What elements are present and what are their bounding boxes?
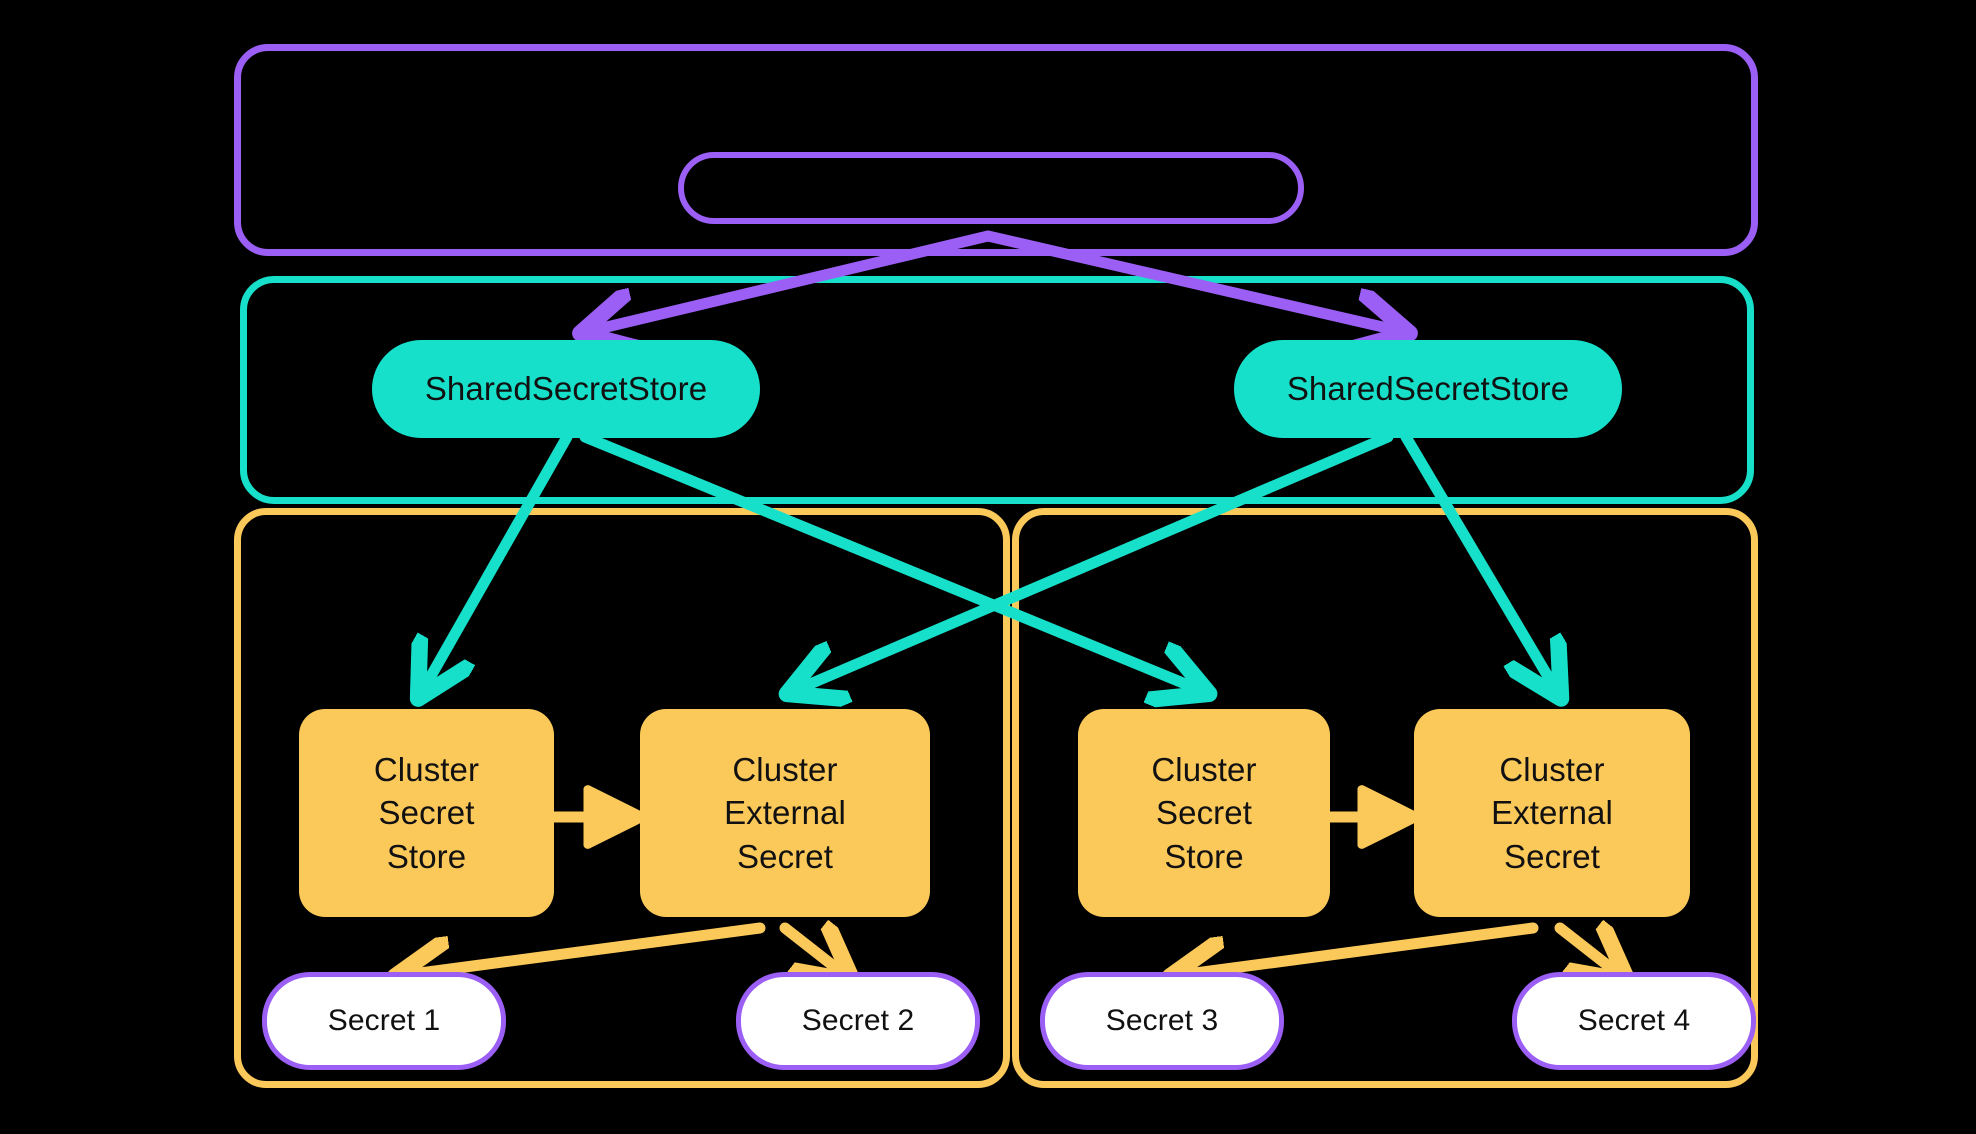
node-cluster-external-secret-left[interactable]: Cluster External Secret	[640, 709, 930, 917]
node-secret-4-label: Secret 4	[1577, 1004, 1691, 1038]
node-cluster-external-secret-right-line3: Secret	[1504, 837, 1600, 875]
node-shared-secret-store-right[interactable]: SharedSecretStore	[1234, 340, 1622, 438]
node-secret-4[interactable]: Secret 4	[1512, 972, 1756, 1070]
node-cluster-external-secret-left-line3: Secret	[737, 837, 833, 875]
node-cluster-external-secret-right-line2: External	[1491, 794, 1613, 832]
node-secret-1-label: Secret 1	[327, 1004, 441, 1038]
node-cluster-secret-store-right-line3: Store	[1164, 837, 1244, 875]
node-cluster-secret-store-left-line3: Store	[386, 837, 467, 875]
node-cluster-external-secret-left-line2: External	[724, 794, 846, 832]
node-cluster-secret-store-left-line1: Cluster	[373, 750, 480, 788]
node-cluster-secret-store-right[interactable]: Cluster Secret Store	[1078, 709, 1330, 917]
node-secret-1[interactable]: Secret 1	[262, 972, 506, 1070]
node-shared-secret-store-right-label: SharedSecretStore	[1286, 370, 1570, 408]
node-secret-2-label: Secret 2	[801, 1004, 915, 1038]
node-secret-2[interactable]: Secret 2	[736, 972, 980, 1070]
node-secret-3[interactable]: Secret 3	[1040, 972, 1284, 1070]
node-cluster-external-secret-right[interactable]: Cluster External Secret	[1414, 709, 1690, 917]
node-shared-secret-store-left[interactable]: SharedSecretStore	[372, 340, 760, 438]
node-cluster-secret-store-right-line1: Cluster	[1151, 750, 1257, 788]
node-cluster-external-secret-right-line1: Cluster	[1499, 750, 1605, 788]
node-cluster-secret-store-left-line2: Secret	[378, 794, 475, 832]
node-cluster-secret-store-left[interactable]: Cluster Secret Store	[299, 709, 554, 917]
node-secret-3-label: Secret 3	[1105, 1004, 1219, 1038]
container-purple-outer[interactable]	[234, 44, 1758, 256]
node-shared-secret-store-left-label: SharedSecretStore	[424, 370, 708, 408]
node-cluster-secret-store-right-line2: Secret	[1156, 794, 1252, 832]
node-cluster-external-secret-left-line1: Cluster	[732, 750, 838, 788]
node-root-store[interactable]	[678, 152, 1304, 224]
